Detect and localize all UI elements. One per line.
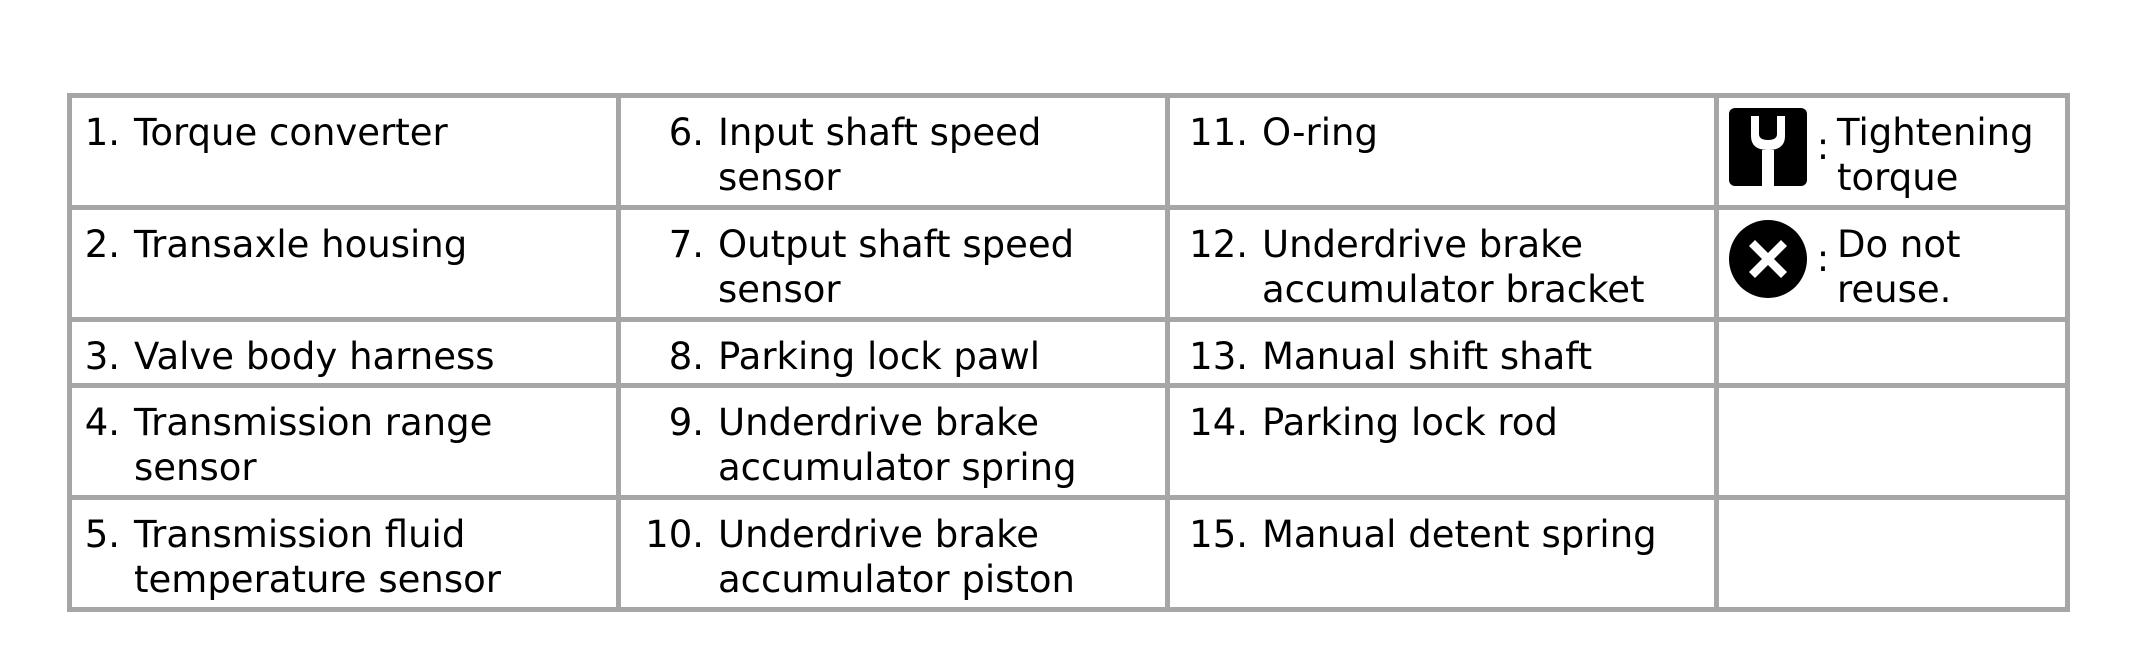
item-number: 3. <box>84 335 120 378</box>
table-row: 4. Transmission range sensor 9. Underdri… <box>67 383 2070 500</box>
item-label: Transmission fluid temperature sensor <box>134 513 501 601</box>
legend-cell: 4. Transmission range sensor <box>67 383 621 500</box>
item-label: Input shaft speed sensor <box>718 111 1042 199</box>
item-number: 8. <box>668 335 704 378</box>
item-number: 10. <box>645 513 704 556</box>
empty-cell <box>1714 317 2070 388</box>
legend-item-4: 4. Transmission range sensor <box>72 400 616 490</box>
legend-cell: 6. Input shaft speed sensor <box>616 93 1170 210</box>
item-label: Parking lock pawl <box>718 335 1041 378</box>
item-label: Underdrive brake accumulator bracket <box>1262 223 1645 311</box>
item-label: Parking lock rod <box>1262 401 1558 444</box>
table-row: 1. Torque converter 6. Input shaft speed… <box>67 93 2070 210</box>
item-number: 9. <box>668 401 704 444</box>
table-row: 5. Transmission fluid temperature sensor… <box>67 495 2070 612</box>
legend-cell: 9. Underdrive brake accumulator spring <box>616 383 1170 500</box>
legend-cell: 12. Underdrive brake accumulator bracket <box>1165 205 1719 322</box>
item-number: 13. <box>1189 335 1248 378</box>
item-label: Transaxle housing <box>134 223 468 266</box>
legend-item-12: 12. Underdrive brake accumulator bracket <box>1170 222 1714 312</box>
empty-cell <box>1714 383 2070 500</box>
item-number: 14. <box>1189 401 1248 444</box>
item-label: Manual shift shaft <box>1262 335 1593 378</box>
symbol-colon: : <box>1816 125 1830 168</box>
item-number: 15. <box>1189 513 1248 556</box>
legend-item-15: 15. Manual detent spring <box>1170 512 1714 557</box>
legend-item-7: 7. Output shaft speed sensor <box>621 222 1165 312</box>
legend-item-5: 5. Transmission fluid temperature sensor <box>72 512 616 602</box>
legend-cell: 7. Output shaft speed sensor <box>616 205 1170 322</box>
item-number: 11. <box>1189 111 1248 154</box>
empty-cell <box>1714 495 2070 612</box>
item-label: Transmission range sensor <box>134 401 493 489</box>
item-label: O-ring <box>1262 111 1378 154</box>
symbol-colon: : <box>1816 237 1830 280</box>
legend-cell: 11. O-ring <box>1165 93 1719 210</box>
wrench-torque-icon <box>1729 108 1807 186</box>
symbol-do-not-reuse: : Do not reuse. <box>1719 220 2065 312</box>
legend-cell: 1. Torque converter <box>67 93 621 210</box>
item-number: 2. <box>84 223 120 266</box>
legend-cell: 5. Transmission fluid temperature sensor <box>67 495 621 612</box>
item-number: 12. <box>1189 223 1248 266</box>
parts-legend-table: 1. Torque converter 6. Input shaft speed… <box>67 93 2070 612</box>
item-label: Torque converter <box>134 111 448 154</box>
symbol-tightening-torque: : Tightening torque <box>1719 108 2065 200</box>
legend-cell: 10. Underdrive brake accumulator piston <box>616 495 1170 612</box>
table-row: 2. Transaxle housing 7. Output shaft spe… <box>67 205 2070 322</box>
legend-cell: 13. Manual shift shaft <box>1165 317 1719 388</box>
legend-cell: 3. Valve body harness <box>67 317 621 388</box>
item-label: Valve body harness <box>134 335 495 378</box>
legend-item-6: 6. Input shaft speed sensor <box>621 110 1165 200</box>
legend-item-9: 9. Underdrive brake accumulator spring <box>621 400 1165 490</box>
item-label: Output shaft speed sensor <box>718 223 1075 311</box>
item-number: 7. <box>668 223 704 266</box>
symbol-label: Do not reuse. <box>1837 223 1961 311</box>
item-label: Underdrive brake accumulator piston <box>718 513 1076 601</box>
item-label: Manual detent spring <box>1262 513 1657 556</box>
legend-item-1: 1. Torque converter <box>72 110 616 155</box>
legend-item-8: 8. Parking lock pawl <box>621 334 1165 379</box>
legend-cell: 15. Manual detent spring <box>1165 495 1719 612</box>
legend-cell: 2. Transaxle housing <box>67 205 621 322</box>
symbol-cell: : Tightening torque <box>1714 93 2070 210</box>
item-number: 6. <box>668 111 704 154</box>
legend-item-3: 3. Valve body harness <box>72 334 616 379</box>
item-number: 4. <box>84 401 120 444</box>
do-not-reuse-icon <box>1729 220 1807 298</box>
legend-item-2: 2. Transaxle housing <box>72 222 616 267</box>
item-number: 1. <box>84 111 120 154</box>
item-number: 5. <box>84 513 120 556</box>
legend-cell: 14. Parking lock rod <box>1165 383 1719 500</box>
table-row: 3. Valve body harness 8. Parking lock pa… <box>67 317 2070 388</box>
symbol-label: Tightening torque <box>1837 111 2034 199</box>
legend-item-10: 10. Underdrive brake accumulator piston <box>621 512 1165 602</box>
item-label: Underdrive brake accumulator spring <box>718 401 1077 489</box>
symbol-cell: : Do not reuse. <box>1714 205 2070 322</box>
legend-item-14: 14. Parking lock rod <box>1170 400 1714 445</box>
legend-cell: 8. Parking lock pawl <box>616 317 1170 388</box>
legend-item-11: 11. O-ring <box>1170 110 1714 155</box>
legend-item-13: 13. Manual shift shaft <box>1170 334 1714 379</box>
